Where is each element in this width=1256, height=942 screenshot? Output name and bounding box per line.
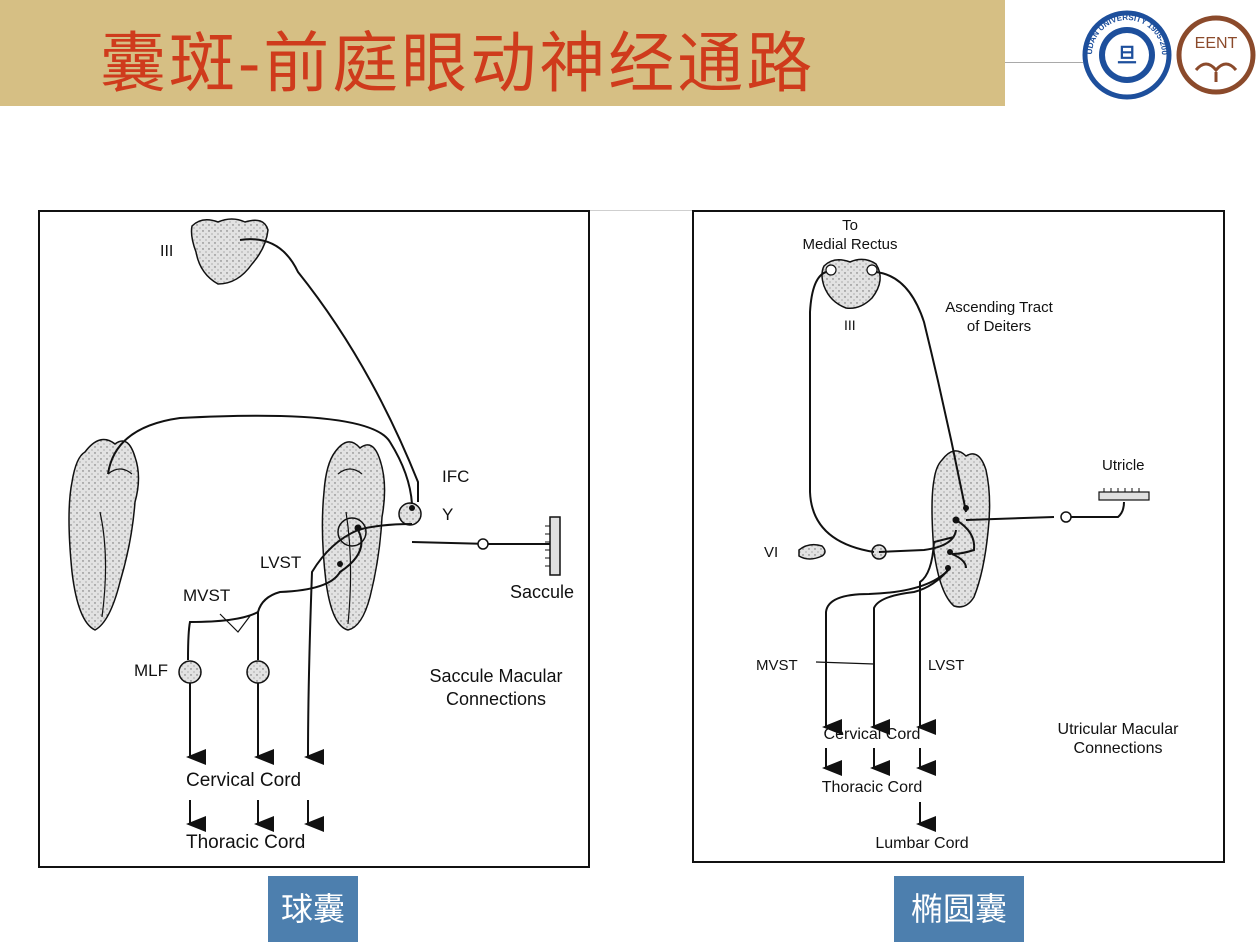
saccule-diagram-panel: III IFC Y LVST MVS [38, 210, 590, 868]
diagram-title-line2: Connections [446, 689, 546, 709]
label-iii: III [160, 243, 173, 260]
nucleus-vi [798, 543, 826, 560]
label-ascending-tract: Ascending Tract [945, 299, 1053, 316]
diagram-title-line2: Connections [1074, 740, 1163, 757]
label-saccule: Saccule [510, 582, 574, 602]
diagram-title-line1: Utricular Macular [1058, 721, 1180, 738]
label-vi: VI [764, 544, 778, 561]
label-medial-rectus: Medial Rectus [802, 236, 897, 253]
fudan-university-logo: 旦 FUDAN UNIVERSITY 1905-2005 [1082, 10, 1172, 100]
utricle-pathway-diagram: To Medial Rectus III Ascending Tract of … [756, 217, 1180, 852]
label-thoracic-cord: Thoracic Cord [822, 779, 922, 796]
label-lvst: LVST [260, 553, 301, 572]
label-lvst: LVST [928, 657, 964, 674]
title-bar: 囊斑-前庭眼动神经通路 [0, 0, 1005, 106]
caption-utricle: 椭圆囊 [894, 876, 1024, 942]
page-title: 囊斑-前庭眼动神经通路 [100, 25, 816, 102]
label-cervical-cord: Cervical Cord [186, 770, 301, 791]
label-to: To [842, 217, 858, 234]
svg-text:EENT: EENT [1195, 35, 1238, 52]
nucleus-iii [190, 218, 269, 285]
label-ifc: IFC [442, 467, 469, 486]
label-mlf: MLF [134, 661, 168, 680]
label-thoracic-cord: Thoracic Cord [186, 832, 305, 853]
label-mvst: MVST [756, 657, 798, 674]
label-y: Y [442, 505, 453, 524]
utricle-diagram-panel: To Medial Rectus III Ascending Tract of … [692, 210, 1225, 863]
label-utricle: Utricle [1102, 457, 1145, 474]
eent-logo: EENT [1176, 15, 1256, 95]
title-divider [1005, 62, 1083, 63]
panel-separator-line [590, 210, 696, 211]
diagram-title-line1: Saccule Macular [429, 666, 562, 686]
saccule-pathway-diagram: III IFC Y LVST MVS [68, 218, 574, 853]
label-of-deiters: of Deiters [967, 318, 1031, 335]
svg-text:旦: 旦 [1117, 45, 1137, 67]
label-mvst: MVST [183, 586, 230, 605]
label-lumbar-cord: Lumbar Cord [875, 835, 968, 852]
label-cervical-cord: Cervical Cord [824, 726, 921, 743]
vestibular-nucleus [931, 450, 991, 608]
vestibular-nucleus-right [321, 441, 386, 631]
caption-saccule: 球囊 [268, 876, 358, 942]
label-iii: III [844, 317, 856, 333]
nucleus-iii [821, 258, 881, 310]
